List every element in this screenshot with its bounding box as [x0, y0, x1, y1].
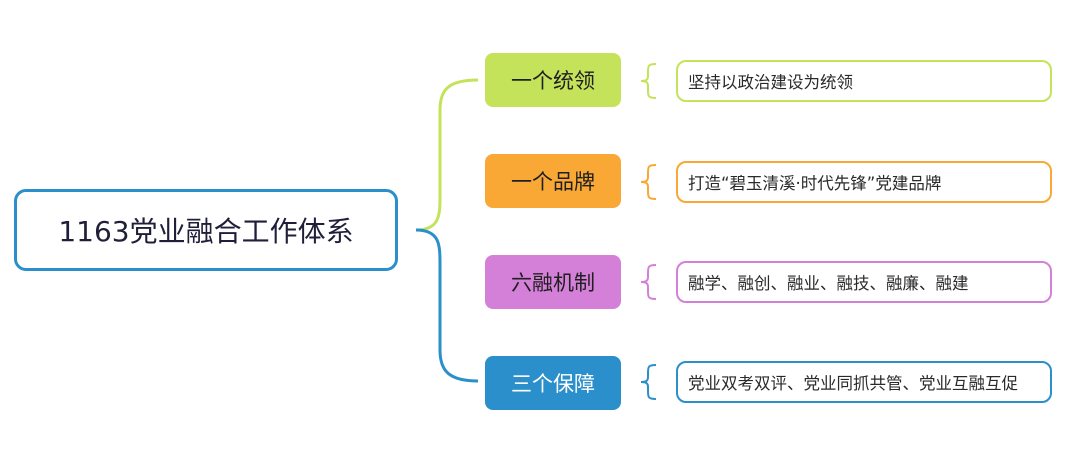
leaf-brace-4	[640, 364, 657, 400]
detail-node-guarantee: 党业双考双评、党业同抓共管、党业互融互促	[676, 361, 1052, 403]
upper-bracket-line	[415, 78, 479, 232]
leaf-brace-2	[640, 164, 657, 200]
detail-text: 坚持以政治建设为统领	[688, 73, 853, 92]
root-node: 1163党业融合工作体系	[14, 189, 398, 271]
detail-node-leadership: 坚持以政治建设为统领	[676, 60, 1052, 102]
lower-bracket-line	[415, 228, 479, 383]
leaf-brace-1	[640, 63, 657, 99]
leaf-brace-3	[640, 264, 657, 300]
branch-node-mechanism: 六融机制	[485, 255, 621, 309]
detail-text: 打造“碧玉清溪·时代先锋”党建品牌	[688, 174, 942, 193]
branch-label: 一个品牌	[511, 170, 595, 194]
detail-node-brand: 打造“碧玉清溪·时代先锋”党建品牌	[676, 161, 1052, 203]
detail-text: 融学、融创、融业、融技、融廉、融建	[688, 274, 969, 293]
branch-label: 三个保障	[511, 372, 595, 396]
detail-text: 党业双考双评、党业同抓共管、党业互融互促	[688, 374, 1018, 393]
branch-node-leadership: 一个统领	[485, 53, 621, 107]
branch-label: 一个统领	[511, 69, 595, 93]
branch-node-brand: 一个品牌	[485, 154, 621, 208]
branch-node-guarantee: 三个保障	[485, 356, 621, 410]
branch-label: 六融机制	[511, 271, 595, 295]
root-label: 1163党业融合工作体系	[58, 215, 354, 248]
detail-node-mechanism: 融学、融创、融业、融技、融廉、融建	[676, 261, 1052, 303]
